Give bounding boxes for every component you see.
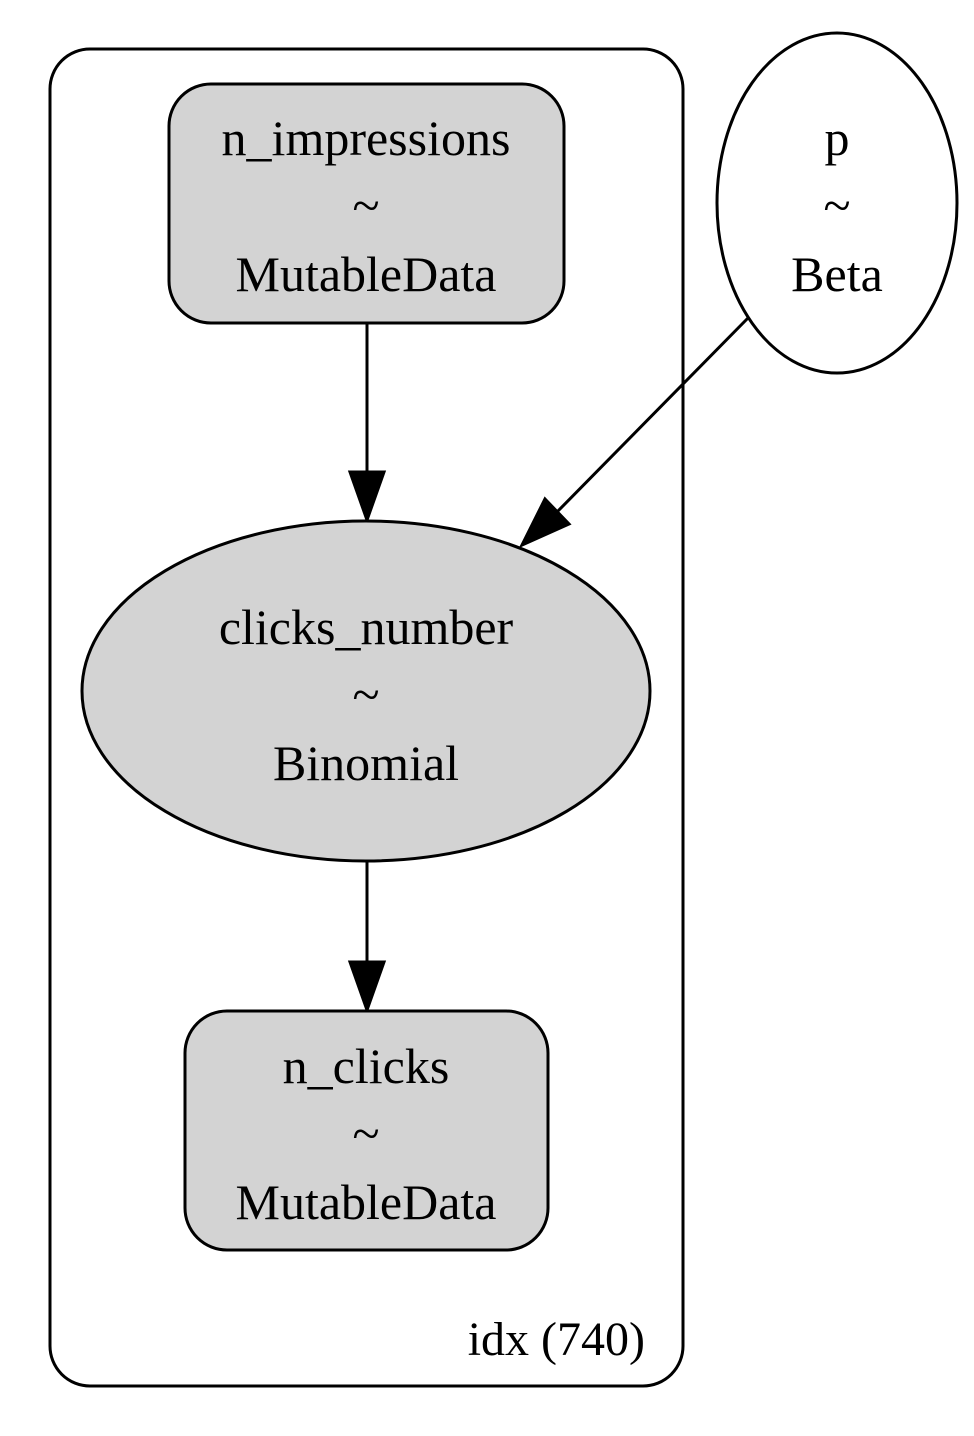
node-n-clicks-dist: MutableData xyxy=(235,1174,496,1230)
node-n-impressions: n_impressions ~ MutableData xyxy=(167,82,566,325)
arrowhead-n-impressions-to-clicks-number xyxy=(347,470,387,525)
node-n-impressions-name: n_impressions xyxy=(222,110,511,166)
plate-label: idx (740) xyxy=(468,1313,645,1366)
edge-p-to-clicks-number xyxy=(555,316,750,514)
node-clicks-number-tilde: ~ xyxy=(352,666,379,722)
node-p-name: p xyxy=(825,110,850,166)
node-p-shape xyxy=(715,31,959,375)
edges xyxy=(347,316,750,1015)
node-n-impressions-dist: MutableData xyxy=(235,246,496,302)
node-clicks-number: clicks_number ~ Binomial xyxy=(80,519,652,863)
node-n-clicks: n_clicks ~ MutableData xyxy=(183,1009,550,1252)
node-n-clicks-shape xyxy=(183,1009,550,1252)
plate-border xyxy=(48,47,685,1388)
node-clicks-number-shape xyxy=(80,519,652,863)
node-p-tilde: ~ xyxy=(823,177,850,233)
plate-idx: idx (740) xyxy=(48,47,685,1388)
node-p-dist: Beta xyxy=(791,246,883,302)
arrowhead-clicks-number-to-n-clicks xyxy=(347,960,387,1015)
node-clicks-number-name: clicks_number xyxy=(219,599,514,655)
node-n-clicks-tilde: ~ xyxy=(352,1105,379,1161)
node-n-impressions-tilde: ~ xyxy=(352,177,379,233)
node-p: p ~ Beta xyxy=(715,31,959,375)
arrowhead-p-to-clicks-number xyxy=(518,496,572,549)
node-clicks-number-dist: Binomial xyxy=(273,735,459,791)
node-n-impressions-shape xyxy=(167,82,566,325)
node-n-clicks-name: n_clicks xyxy=(283,1038,450,1094)
